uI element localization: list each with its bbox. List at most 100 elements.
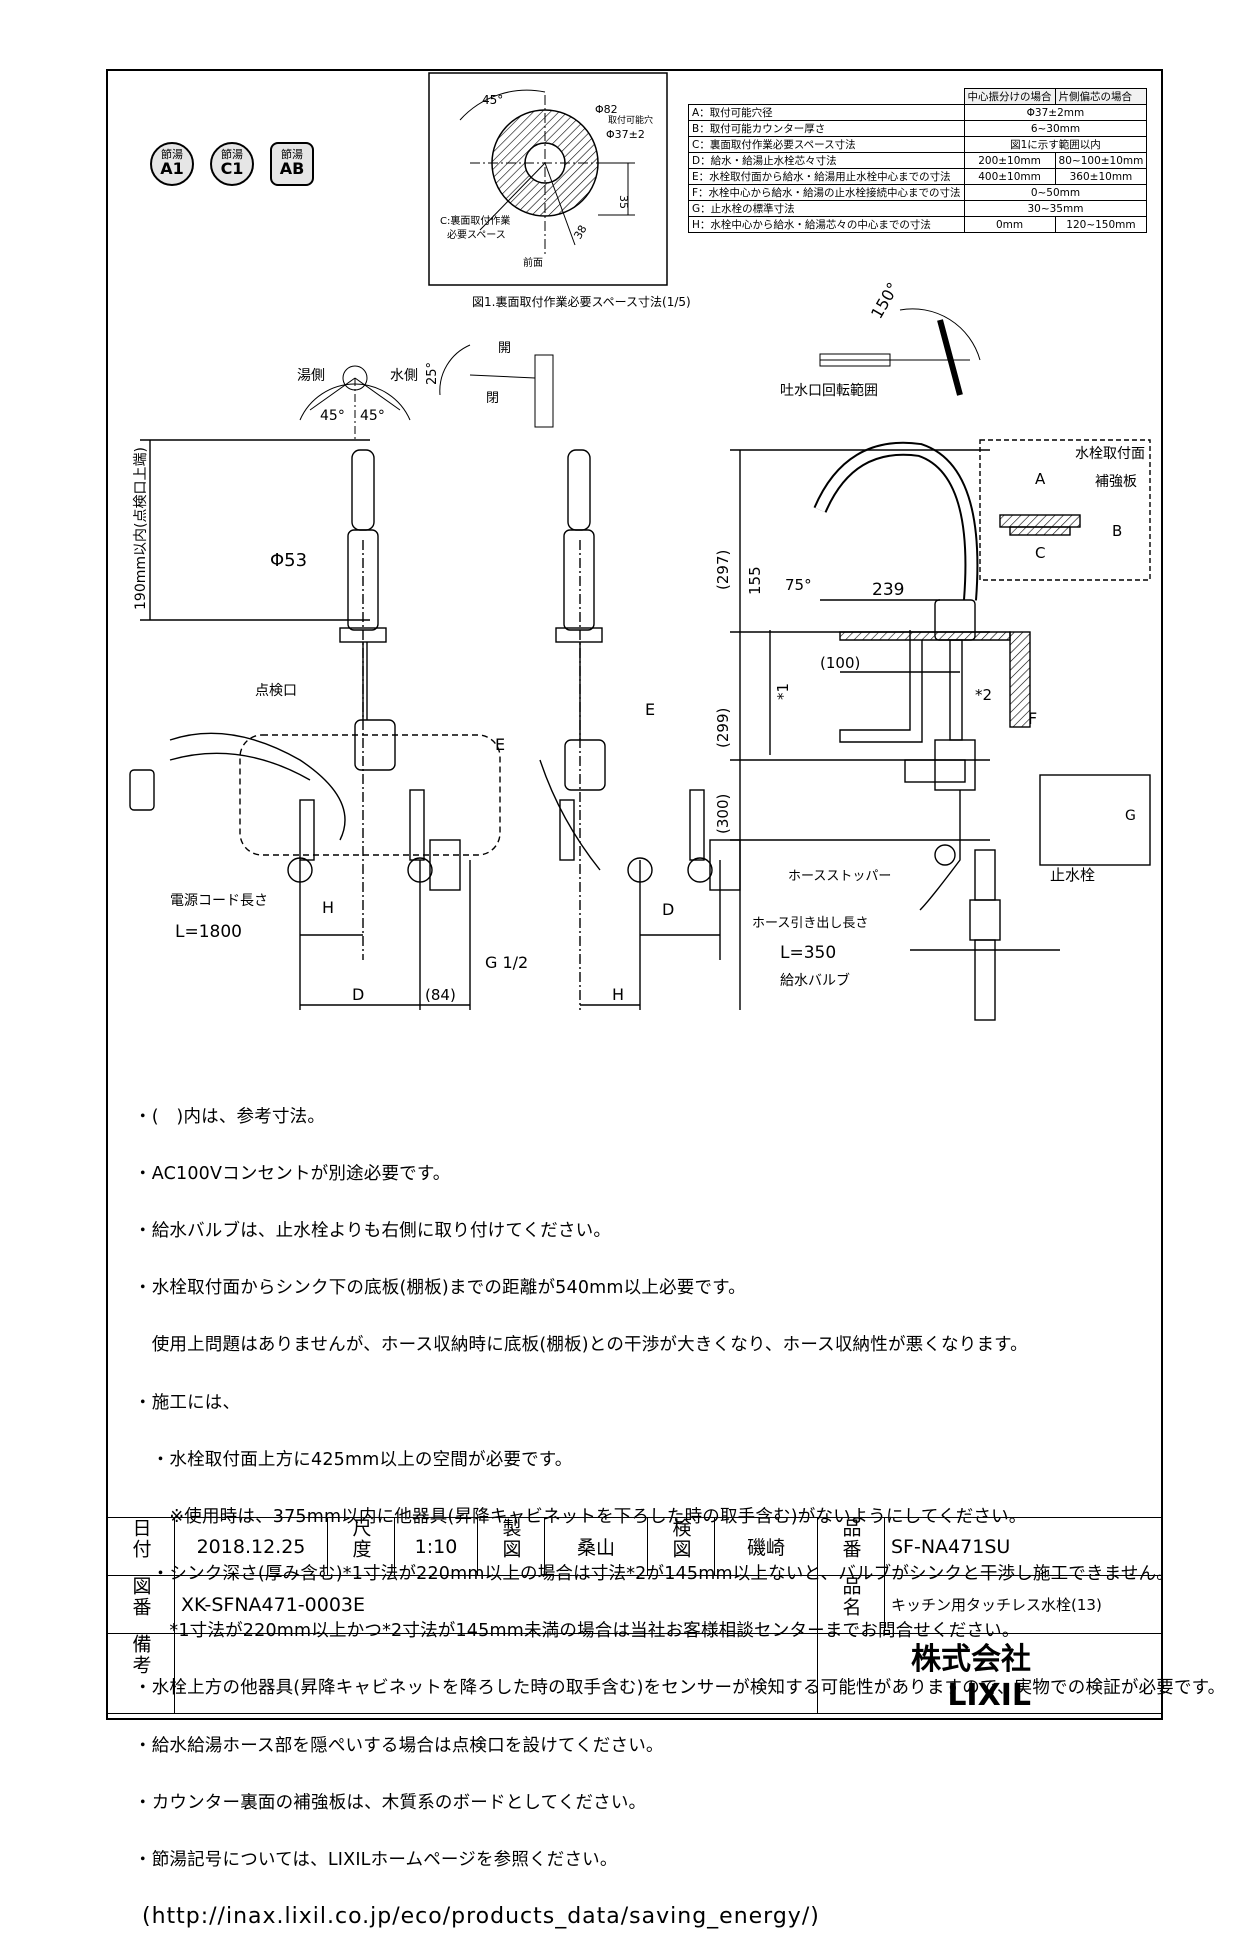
label-45a: 45° xyxy=(320,408,345,424)
date-value: 2018.12.25 xyxy=(174,1517,328,1576)
badge-a1-bottom: A1 xyxy=(160,159,184,178)
spec-header-center: 中心振分けの場合 xyxy=(963,88,1056,105)
label-angle-25: 25° xyxy=(425,362,440,385)
label-155: 155 xyxy=(746,566,764,595)
spec-value-side: 80~100±10mm xyxy=(1054,152,1148,169)
remarks-label: 備考 xyxy=(107,1633,175,1714)
spec-value: Φ37±2mm xyxy=(963,104,1148,121)
label-A: A xyxy=(1035,470,1046,488)
label-297: (297) xyxy=(714,550,732,590)
badge-ab: 節湯 AB xyxy=(270,142,314,186)
badge-a1: 節湯 A1 xyxy=(150,142,194,186)
fig1-space-note1: C:裏面取付作業 xyxy=(440,214,510,227)
note-item: ・水栓取付面からシンク下の底板(棚板)までの距離が540mm以上必要です。 xyxy=(134,1278,746,1299)
drawn-label: 製図 xyxy=(477,1517,545,1576)
fig1-dim38: 38 xyxy=(571,223,589,242)
spec-value: 30~35mm xyxy=(963,200,1148,217)
label-H2: H xyxy=(612,985,624,1004)
title-block: 日付 2018.12.25 尺度 1:10 製図 桑山 検図 磯崎 品番 SF-… xyxy=(107,1517,1162,1714)
note-item: ・水栓取付面上方に425mm以上の空間が必要です。 xyxy=(134,1449,573,1470)
note-item: ・節湯記号については、LIXILホームページを参照ください。 xyxy=(134,1850,618,1871)
badge-ab-top: 節湯 xyxy=(281,148,303,161)
product-name-value: キッチン用タッチレス水栓(13) xyxy=(884,1575,1162,1634)
note-item: ・給水給湯ホース部を隠ぺいする場合は点検口を設けてください。 xyxy=(134,1735,664,1756)
spec-value-center: 200±10mm xyxy=(963,152,1056,169)
front-view-left xyxy=(129,439,501,1010)
check-value: 磯崎 xyxy=(714,1517,818,1576)
fig1-angle: 45° xyxy=(482,93,503,107)
badge-a1-top: 節湯 xyxy=(161,148,183,161)
fig1-front: 前面 xyxy=(523,256,543,269)
spec-label: H：水栓中心から給水・給湯芯々の中心までの寸法 xyxy=(688,216,965,233)
badge-c1-bottom: C1 xyxy=(220,159,244,178)
badge-ab-bottom: AB xyxy=(279,159,305,178)
label-close: 閉 xyxy=(486,391,499,406)
label-cold-side: 水側 xyxy=(390,368,418,384)
product-no-label: 品番 xyxy=(817,1517,885,1576)
drawing-frame xyxy=(106,69,1163,1720)
date-label: 日付 xyxy=(107,1517,175,1576)
drawing-no-label: 図番 xyxy=(107,1575,175,1634)
label-84: (84) xyxy=(425,986,456,1004)
spec-label: C：裏面取付作業必要スペース寸法 xyxy=(688,136,965,153)
label-inspection: 点検口 xyxy=(255,683,297,699)
label-hose-stopper: ホースストッパー xyxy=(788,869,891,884)
label-supply-valve: 給水バルブ xyxy=(780,972,850,989)
label-E1: E xyxy=(495,735,505,754)
label-300: (300) xyxy=(714,794,732,834)
badge-c1: 節湯 C1 xyxy=(210,142,254,186)
label-hose-length: ホース引き出し長さ xyxy=(752,916,868,931)
label-hot-side: 湯側 xyxy=(297,367,325,384)
label-299: (299) xyxy=(714,708,732,748)
technical-drawing: 45° Φ82 取付可能穴 Φ37±2 35 38 C:裏面取付作業 必要スペー… xyxy=(129,72,1151,1021)
label-power-cord: 電源コード長さ xyxy=(170,893,268,909)
label-angle-150: 150° xyxy=(867,279,903,322)
note-url: (http://inax.lixil.co.jp/eco/products_da… xyxy=(134,1904,820,1930)
lever-angle-view xyxy=(299,365,411,440)
note-item: ・給水バルブは、止水栓よりも右側に取り付けてください。 xyxy=(134,1220,612,1241)
spec-label: D：給水・給湯止水栓芯々寸法 xyxy=(688,152,965,169)
label-F: F xyxy=(1028,709,1037,728)
spec-header-side: 片側偏芯の場合 xyxy=(1054,88,1148,105)
label-stop-valve: 止水栓 xyxy=(1050,866,1095,884)
note-item: 使用上問題はありませんが、ホース収納時に底板(棚板)との干渉が大きくなり、ホース… xyxy=(134,1335,1028,1356)
fig1-hole-note: 取付可能穴 xyxy=(608,114,653,126)
note-item: ・カウンター裏面の補強板は、木質系のボードとしてください。 xyxy=(134,1792,647,1813)
drawn-value: 桑山 xyxy=(544,1517,648,1576)
drawing-no-value: XK-SFNA471-0003E xyxy=(174,1575,818,1634)
product-name-label: 品名 xyxy=(817,1575,885,1634)
label-C: C xyxy=(1035,544,1045,562)
fig1-space-note2: 必要スペース xyxy=(447,228,506,241)
scale-value: 1:10 xyxy=(394,1517,478,1576)
label-45b: 45° xyxy=(360,408,385,424)
label-190: 190mm以内(点検口上端) xyxy=(133,447,149,610)
label-star1: *1 xyxy=(774,683,792,700)
fig1-dia: Φ82 xyxy=(595,103,618,116)
badge-c1-top: 節湯 xyxy=(221,148,243,161)
label-75: 75° xyxy=(785,576,812,594)
company-name: 株式会社 LIXIL xyxy=(817,1633,1162,1714)
spout-rotation-view xyxy=(819,308,981,396)
scale-label: 尺度 xyxy=(327,1517,395,1576)
label-hose-L: L=350 xyxy=(780,943,836,963)
spec-value-side: 120~150mm xyxy=(1054,216,1148,233)
label-H1: H xyxy=(322,898,334,917)
fig1-hole-dia: Φ37±2 xyxy=(606,128,645,141)
note-item: ・( )内は、参考寸法。 xyxy=(134,1106,326,1127)
fig1-caption: 図1.裏面取付作業必要スペース寸法(1/5) xyxy=(472,294,691,309)
note-item: ・AC100Vコンセントが別途必要です。 xyxy=(134,1163,451,1184)
spec-value-center: 400±10mm xyxy=(963,168,1056,185)
label-spout-range: 吐水口回転範囲 xyxy=(780,382,878,399)
label-E2: E xyxy=(645,700,655,719)
figure-1: 45° Φ82 取付可能穴 Φ37±2 35 38 C:裏面取付作業 必要スペー… xyxy=(428,72,691,309)
label-100: (100) xyxy=(820,654,860,672)
label-D2: D xyxy=(662,900,674,919)
handle-view xyxy=(439,344,554,428)
spec-value-center: 0mm xyxy=(963,216,1056,233)
